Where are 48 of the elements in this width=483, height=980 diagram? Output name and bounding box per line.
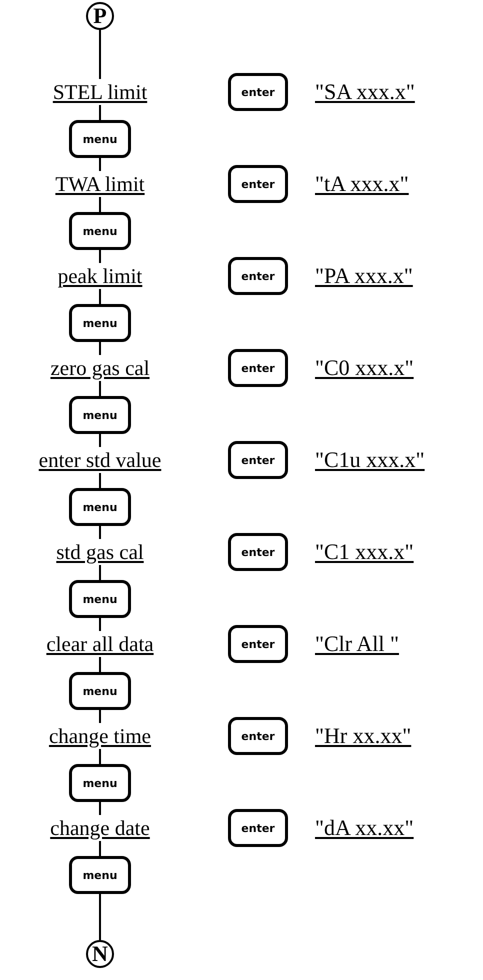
display-readout: "PA xxx.x" <box>315 263 413 289</box>
keypad-key: enter <box>228 441 288 479</box>
connector-line <box>99 342 101 355</box>
display-readout: "SA xxx.x" <box>315 79 415 105</box>
display-readout: "C0 xxx.x" <box>315 355 414 381</box>
connector-line <box>99 197 101 212</box>
keypad-key: enter <box>228 165 288 203</box>
keypad-key: menu <box>69 120 131 158</box>
connector-line <box>99 381 101 396</box>
keypad-key: menu <box>69 212 131 250</box>
keypad-key: enter <box>228 533 288 571</box>
keypad-key: enter <box>228 257 288 295</box>
connector-line <box>99 894 101 940</box>
display-readout: "Hr xx.xx" <box>315 723 412 749</box>
keypad-key: menu <box>69 304 131 342</box>
connector-line <box>99 434 101 447</box>
connector-line <box>99 289 101 304</box>
display-readout: "C1u xxx.x" <box>315 447 425 473</box>
connector-line <box>99 526 101 539</box>
display-readout: "Clr All " <box>315 631 399 657</box>
connector-line <box>99 105 101 120</box>
connector-circle: P <box>86 2 114 30</box>
connector-line <box>99 30 101 79</box>
keypad-key: enter <box>228 625 288 663</box>
keypad-key: enter <box>228 349 288 387</box>
connector-line <box>99 250 101 263</box>
display-readout: "tA xxx.x" <box>315 171 409 197</box>
connector-line <box>99 841 101 856</box>
display-readout: "C1 xxx.x" <box>315 539 414 565</box>
keypad-key: menu <box>69 672 131 710</box>
connector-line <box>99 710 101 723</box>
keypad-key: enter <box>228 73 288 111</box>
display-readout: "dA xx.xx" <box>315 815 414 841</box>
keypad-key: menu <box>69 396 131 434</box>
keypad-key: menu <box>69 488 131 526</box>
keypad-key: enter <box>228 809 288 847</box>
keypad-key: menu <box>69 764 131 802</box>
connector-circle: N <box>86 940 114 968</box>
keypad-key: menu <box>69 856 131 894</box>
connector-line <box>99 618 101 631</box>
connector-line <box>99 565 101 580</box>
connector-line <box>99 749 101 764</box>
connector-line <box>99 158 101 171</box>
connector-line <box>99 657 101 672</box>
keypad-key: menu <box>69 580 131 618</box>
connector-line <box>99 473 101 488</box>
connector-line <box>99 802 101 815</box>
keypad-key: enter <box>228 717 288 755</box>
